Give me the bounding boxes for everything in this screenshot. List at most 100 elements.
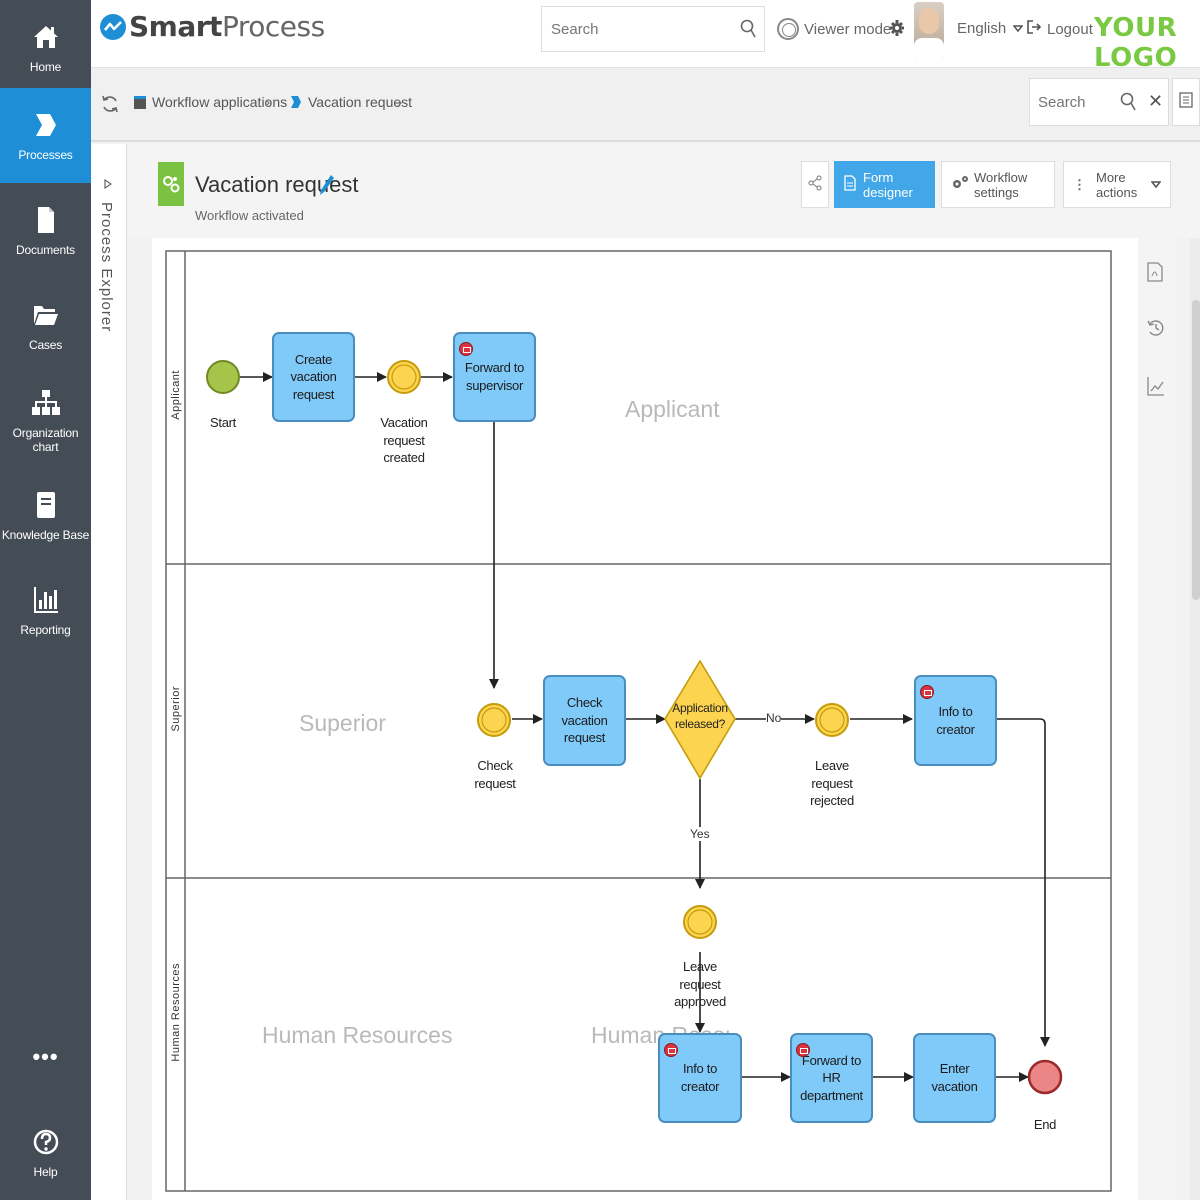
workflow-settings-button[interactable]: Workflow settings (941, 161, 1055, 208)
sidebar-item-processes[interactable]: Processes (0, 88, 91, 183)
form-designer-button[interactable]: Form designer (834, 161, 935, 208)
end-event-label: End (1033, 1117, 1057, 1132)
task-label: Create vacation request (290, 351, 337, 402)
workflow-status: Workflow activated (195, 208, 304, 223)
org-chart-icon (31, 388, 60, 418)
sidebar-item-label: Documents (16, 242, 75, 257)
process-explorer-label: Process Explorer (98, 202, 115, 333)
logo-mark-icon (100, 13, 126, 40)
viewer-mode-toggle[interactable]: Viewer mode (777, 18, 891, 40)
intermediate-event-leave-rejected (815, 703, 849, 737)
edit-pencil-icon[interactable] (319, 174, 335, 201)
task-info-to-creator-rejected[interactable]: Info to creator (914, 675, 997, 766)
global-search-input[interactable] (542, 7, 722, 51)
diagram-tools (1138, 238, 1176, 1200)
list-icon (1179, 91, 1193, 113)
more-actions-button[interactable]: ⋮ More actions (1063, 161, 1171, 208)
lane-watermark: Human Resources (262, 1022, 453, 1048)
breadcrumb-vacation-request[interactable]: Vacation request (290, 94, 412, 110)
form-designer-label: Form designer (863, 169, 913, 200)
task-label: Info to creator (936, 703, 975, 737)
close-icon[interactable]: ✕ (1148, 91, 1164, 111)
kebab-icon: ⋮ (1073, 176, 1086, 192)
global-search (541, 6, 765, 52)
expand-icon[interactable] (104, 176, 113, 194)
chevron-right-icon: › (397, 94, 403, 111)
event-label-check-request: Check request (474, 758, 516, 791)
sidebar-item-home[interactable]: Home (0, 0, 91, 95)
toggle-icon (777, 18, 799, 40)
intermediate-event-request-created (387, 360, 421, 394)
sidebar-item-label: Processes (18, 147, 73, 162)
gateway-label[interactable]: Application released? (672, 701, 728, 732)
event-label-leave-approved: Leave request approved (674, 959, 726, 1010)
main-sidebar: Home Processes Documents Cases Organizat… (0, 0, 91, 1200)
task-forward-to-hr[interactable]: Forward to HR department (790, 1033, 873, 1123)
help-icon (32, 1127, 60, 1157)
logo-text: SmartProcess (129, 10, 325, 43)
logout-label: Logout (1047, 20, 1093, 38)
logout-icon (1027, 20, 1042, 38)
scrollbar[interactable] (1190, 238, 1200, 1200)
search-icon[interactable] (740, 19, 756, 44)
user-avatar[interactable] (914, 2, 944, 60)
sidebar-item-cases[interactable]: Cases (0, 278, 91, 373)
task-enter-vacation[interactable]: Enter vacation (913, 1033, 996, 1123)
task-forward-to-supervisor[interactable]: Forward to supervisor (453, 332, 536, 422)
history-icon[interactable] (1147, 318, 1165, 343)
gears-icon (951, 175, 969, 194)
lane-label-superior: Superior (170, 686, 182, 732)
local-search-input[interactable] (1030, 79, 1120, 125)
breadcrumb-label: Vacation request (308, 94, 413, 110)
statistics-icon[interactable] (1147, 376, 1165, 401)
local-search: ✕ (1029, 78, 1169, 126)
scrollbar-thumb[interactable] (1192, 300, 1200, 600)
process-icon (290, 95, 302, 109)
book-icon (32, 490, 60, 520)
task-label: Forward to HR department (800, 1052, 863, 1103)
task-check-vacation-request[interactable]: Check vacation request (543, 675, 626, 766)
workflow-icon (158, 162, 184, 206)
mail-icon (920, 685, 934, 699)
refresh-icon[interactable] (101, 94, 119, 119)
sidebar-item-label: Home (29, 59, 62, 74)
sidebar-item-organization-chart[interactable]: Organization chart (0, 373, 91, 468)
flow-info-end (996, 718, 1050, 1047)
chevron-down-icon (1150, 177, 1162, 192)
mail-icon (459, 342, 473, 356)
task-label: Info to creator (680, 1061, 720, 1094)
form-icon (844, 175, 856, 194)
pdf-icon[interactable] (1147, 262, 1163, 287)
task-create-vacation-request[interactable]: Create vacation request (272, 332, 355, 422)
sidebar-item-documents[interactable]: Documents (0, 183, 91, 278)
list-view-button[interactable] (1172, 78, 1200, 126)
task-label: Forward to supervisor (464, 360, 525, 393)
more-menu-button[interactable]: ••• (32, 1044, 59, 1069)
search-icon[interactable] (1120, 92, 1136, 117)
mail-icon (796, 1043, 810, 1057)
end-event (1027, 1059, 1063, 1095)
home-icon (32, 22, 60, 52)
sidebar-item-label: Cases (28, 337, 62, 352)
task-label: Enter vacation (931, 1061, 978, 1094)
share-button[interactable] (801, 161, 829, 208)
breadcrumb-label: Workflow applications (152, 94, 288, 110)
sidebar-item-reporting[interactable]: Reporting (0, 563, 91, 658)
task-info-to-creator-approved[interactable]: Info to creator (658, 1033, 742, 1123)
folder-icon (134, 95, 146, 109)
sidebar-item-knowledge-base[interactable]: Knowledge Base (0, 468, 91, 563)
folder-icon (32, 300, 60, 330)
start-event (206, 360, 240, 394)
breadcrumb-bar: Workflow applications › Vacation request… (91, 68, 1200, 142)
sidebar-item-help[interactable]: Help (0, 1105, 91, 1200)
gear-icon[interactable] (888, 18, 906, 43)
language-label: English (957, 20, 1007, 37)
smartprocess-logo[interactable]: SmartProcess (100, 10, 325, 43)
process-explorer-panel[interactable]: Process Explorer (91, 144, 127, 1200)
lane-watermark: Superior (299, 710, 386, 736)
logout-button[interactable]: Logout (1027, 20, 1093, 38)
breadcrumb-workflow-applications[interactable]: Workflow applications (134, 94, 287, 110)
language-select[interactable]: English (957, 20, 1024, 37)
mail-icon (664, 1043, 678, 1057)
lane-label-human-resources: Human Resources (170, 963, 182, 1062)
